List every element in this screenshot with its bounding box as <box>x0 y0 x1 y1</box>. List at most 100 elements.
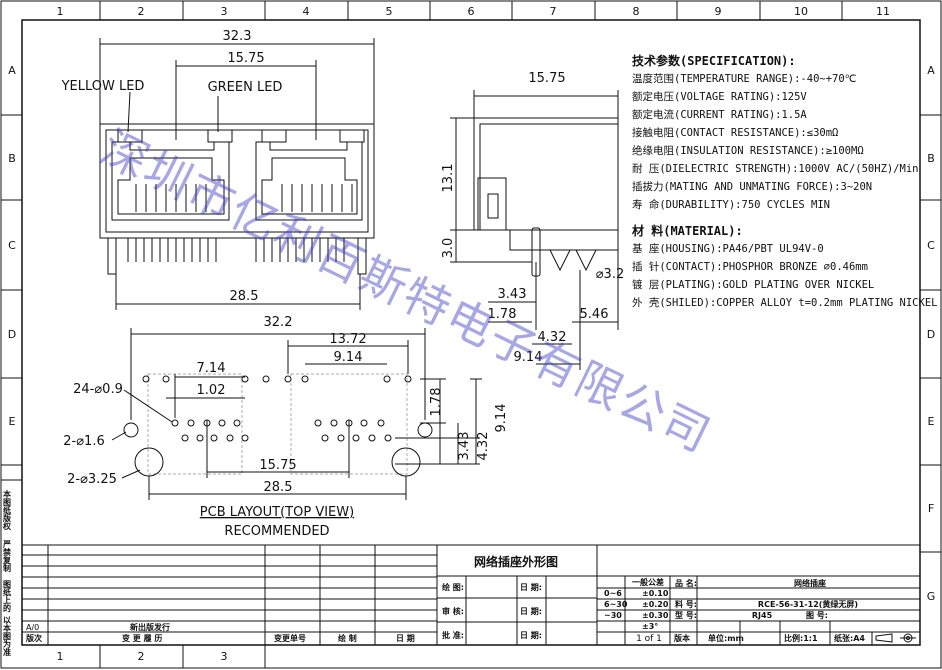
model-label: 图 号: <box>806 611 828 620</box>
spec-row-durability: 寿 命(DURABILITY):750 CYCLES MIN <box>632 199 831 211</box>
grid-side-e-right: E <box>928 415 935 428</box>
rev-col-no: 变更单号 <box>274 633 306 643</box>
tol-row-3-val: ±0.30 <box>642 611 669 620</box>
dim-side-base: 3.0 <box>441 238 456 259</box>
title-block <box>22 544 920 645</box>
label-holes-mid: 2-⌀1.6 <box>63 434 104 449</box>
pcb-hole-large-right <box>391 447 421 477</box>
ver-label: 版本 <box>673 633 690 643</box>
grid-top-7: 7 <box>550 5 557 18</box>
grid-top-6: 6 <box>468 5 475 18</box>
approve-label: 批 准: <box>442 630 464 640</box>
dim-pcb-714: 7.14 <box>197 361 226 376</box>
date-label-2: 日 期: <box>520 606 542 616</box>
pcb-hole-mid-left <box>123 422 139 438</box>
spec-material-heading: 材 料(MATERIAL): <box>632 224 743 238</box>
rev-code: A/0 <box>26 623 39 632</box>
rev-col-draw: 绘 制 <box>338 633 357 643</box>
dim-front-center: 15.75 <box>227 51 264 66</box>
grid-side-b-right: B <box>927 152 935 165</box>
spec-row-insulation: 绝缘电阻(INSULATION RESISTANCE):≥100MΩ <box>632 145 864 157</box>
type-value: RJ45 <box>752 611 773 620</box>
spec-row-contact-resistance: 接触电阻(CONTACT RESISTANCE):≤30mΩ <box>632 127 839 139</box>
grid-side-b: B <box>8 152 16 165</box>
spec-row-current: 额定电流(CURRENT RATING):1.5A <box>632 109 807 121</box>
dim-side-width: 15.75 <box>528 71 565 86</box>
dim-pcb-1575: 15.75 <box>259 458 296 473</box>
date-label-1: 日 期: <box>520 582 542 592</box>
label-green-led: GREEN LED <box>208 80 283 95</box>
spec-row-voltage: 额定电压(VOLTAGE RATING):125V <box>632 91 807 103</box>
label-holes-small: 24-⌀0.9 <box>73 382 123 397</box>
name-label: 品 名: <box>675 578 697 588</box>
review-label: 审 核: <box>442 606 464 616</box>
dim-pcb-285: 28.5 <box>264 480 293 495</box>
general-tol: 一般公差 <box>632 577 664 587</box>
pcb-hole-large-left <box>134 447 164 477</box>
dim-front-width: 28.5 <box>230 289 259 304</box>
label-holes-large: 2-⌀3.25 <box>67 472 117 487</box>
dim-pcb-432: 4.32 <box>476 432 491 461</box>
grid-top-9: 9 <box>715 5 722 18</box>
projection-symbol-icon <box>875 633 916 643</box>
grid-side-e: E <box>9 415 16 428</box>
pcb-caption: PCB LAYOUT(TOP VIEW) <box>200 505 354 520</box>
tol-row-2-range: 6~30 <box>604 600 628 609</box>
dim-side-432: 4.32 <box>538 330 567 345</box>
draw-label: 绘 图: <box>442 582 464 592</box>
grid-top-10: 10 <box>794 5 808 18</box>
spec-material-plating: 镀 层(PLATING):GOLD PLATING OVER NICKEL <box>632 279 875 291</box>
dim-pcb-102: 1.02 <box>197 383 226 398</box>
left-strip-4: 以本图为准 <box>3 616 12 657</box>
left-strip-3: 图纸上的 <box>3 580 12 613</box>
rev-text: 新出版发行 <box>130 622 170 632</box>
dim-side-546: 5.46 <box>580 307 609 322</box>
grid-side-g-right: G <box>927 590 936 603</box>
spec-row-dielectric: 耐 压(DIELECTRIC STRENGTH):1000V AC/(50HZ)… <box>632 163 919 175</box>
side-view-labels: 15.75 13.1 3.0 ⌀3.2 3.43 1.78 4.32 5.46 … <box>441 71 624 365</box>
dim-side-343: 3.43 <box>498 287 527 302</box>
tol-row-1-val: ±0.10 <box>642 589 669 598</box>
rev-col-hist: 变 更 履 历 <box>122 633 162 643</box>
grid-side-a-right: A <box>927 64 935 77</box>
grid-top-4: 4 <box>303 5 310 18</box>
dim-pcb-1372: 13.72 <box>329 332 366 347</box>
grid-bottom-3: 3 <box>221 650 228 663</box>
spec-row-temperature: 温度范围(TEMPERATURE RANGE):-40~+70℃ <box>632 73 857 85</box>
grid-side-d: D <box>8 328 16 341</box>
pcb-layout <box>111 328 482 500</box>
spec-material-contact: 插 针(CONTACT):PHOSPHOR BRONZE ⌀0.46mm <box>632 261 868 273</box>
grid-labels: 1 2 3 4 5 6 7 8 9 10 11 1 2 3 A B C D E … <box>8 5 936 663</box>
dim-pcb-914-v: 9.14 <box>494 404 509 433</box>
grid-bottom-1: 1 <box>57 650 64 663</box>
left-strip-1: 本图纸版权 <box>2 489 12 531</box>
name-value: 网络插座 <box>794 578 826 588</box>
front-view <box>99 38 375 310</box>
drawing-title: 网络插座外形图 <box>474 554 558 569</box>
date-label-3: 日 期: <box>520 630 542 640</box>
grid-top-2: 2 <box>138 5 145 18</box>
part-value: RCE-56-31-12(黄绿无屏) <box>758 599 858 609</box>
side-view <box>450 90 619 370</box>
grid-side-c: C <box>8 239 16 252</box>
dim-side-914: 9.14 <box>514 350 543 365</box>
grid-top-8: 8 <box>633 5 640 18</box>
unit-label: 单位:mm <box>708 633 744 643</box>
title-block-text: 网络插座外形图 一般公差 0~6 ±0.10 6~30 ±0.20 ~30 ±0… <box>25 554 865 644</box>
spec-material-housing: 基 座(HOUSING):PA46/PBT UL94V-0 <box>632 243 824 255</box>
pcb-caption-recommended: RECOMMENDED <box>224 524 329 539</box>
spec-material-shield: 外 壳(SHILED):COPPER ALLOY t=0.2mm PLATING… <box>632 297 938 309</box>
pcb-layout-labels: 32.2 13.72 9.14 7.14 1.02 24-⌀0.9 2-⌀1.6… <box>63 315 509 539</box>
tol-row-1-range: 0~6 <box>604 589 622 598</box>
grid-side-a: A <box>8 64 16 77</box>
tol-row-4-val: ±3° <box>642 622 658 631</box>
pcb-holes-small <box>142 375 412 442</box>
dim-side-pin-dia: ⌀3.2 <box>596 267 625 282</box>
grid-side-d-right: D <box>927 328 935 341</box>
grid-bottom-2: 2 <box>138 650 145 663</box>
grid-top-5: 5 <box>386 5 393 18</box>
rev-col-date: 日 期 <box>396 633 415 643</box>
pcb-hole-mid-right <box>417 422 433 438</box>
